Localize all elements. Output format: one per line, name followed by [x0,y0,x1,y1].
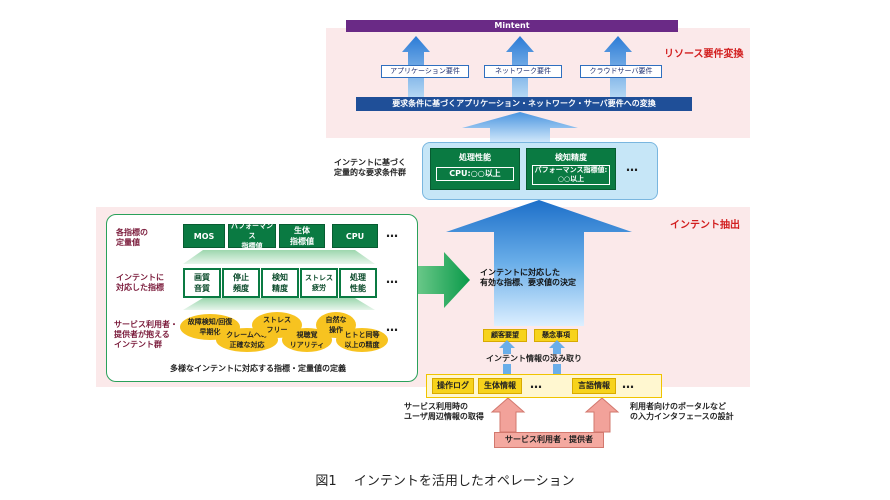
intent-oval-fault-line1: 故障検知/回復 [187,318,233,326]
row1-label-line2: 定量値 [116,238,140,247]
indicator-processing: 処理 性能 [339,268,377,298]
intent-up-arrow [446,200,632,326]
intent-oval-reality-line2: リアリティ [289,341,325,349]
indicator-detection-line1: 検知 [272,273,288,282]
row3-label-line1: サービス利用者・ [114,320,178,329]
intent-oval-natural-op: 自然な操作 [316,312,356,338]
left-bottom-text: サービス利用時の ユーザ周辺情報の取得 [404,402,484,422]
left-bottom-text-line2: ユーザ周辺情報の取得 [404,412,484,421]
row2-label-line1: インテントに [116,273,164,282]
speech-info-box: 言語情報 [572,378,616,394]
detection-value-line2: ○○以上 [557,175,585,183]
metric-performance: パフォーマンス 指標値 [228,222,276,250]
indicator-stop-line2: 頻度 [233,284,249,293]
band-2 [183,298,375,310]
intent-oval-natural-op-line2: 操作 [329,326,343,334]
row1-label: 各指標の 定量値 [116,228,148,248]
data-row-more-2: … [622,377,634,391]
row2-label-line2: 対応した指標 [116,283,164,292]
row2-more: … [386,272,398,286]
intent-oval-natural-op-line1: 自然な [325,316,347,324]
metric-mos-line1: MOS [193,231,215,241]
requirements-label: インテントに基づく 定量的な要求条件群 [320,158,420,178]
customer-request-tag: 顧客要望 [483,329,527,342]
requirements-label-line1: インテントに基づく [334,158,406,167]
indicator-stop-line1: 停止 [233,273,249,282]
intent-oval-human-level-line1: ヒトと同等 [344,331,380,339]
processing-value: CPU:○○以上 [436,167,514,181]
intent-oval-complaint-line2: 正確な対応 [229,341,265,349]
intent-arrow-text-line2: 有効な指標、要求値の決定 [480,278,576,287]
operation-log-box: 操作ログ [432,378,474,394]
requirements-label-line2: 定量的な要求条件群 [334,168,406,177]
row3-label-line2: 提供者が抱える [114,330,170,339]
intent-oval-fault: 故障検知/回復早期化 [180,314,240,340]
processing-card: 処理性能 CPU:○○以上 [430,148,520,190]
intent-oval-human-level: ヒトと同等以上の精度 [336,328,388,352]
indicator-stress: ストレス 疲労 [300,268,338,298]
bottom-up-arrows [490,398,620,433]
indicator-quality-line1: 画質 [194,273,210,282]
intent-oval-complaint-line1: クレームへの [226,331,268,339]
app-requirement-box: アプリケーション要件 [381,65,469,78]
intent-oval-stress-free: ストレスフリー [252,312,302,338]
metric-bio-line2: 指標値 [290,237,314,246]
band-1 [183,250,375,264]
indicator-stop: 停止 頻度 [222,268,260,298]
indicator-processing-line1: 処理 [350,273,366,282]
row3-label: サービス利用者・ 提供者が抱える インテント群 [114,320,178,350]
resource-section-label: リソース要件変換 [664,49,744,60]
detection-value: パフォーマンス指標値: ○○以上 [532,165,610,185]
indicator-quality: 画質 音質 [183,268,221,298]
requirements-more: … [626,160,638,174]
metric-bio-line1: 生体 [294,226,310,235]
metric-cpu-line1: CPU [345,231,365,241]
intent-arrow-text-line1: インテントに対応した [480,268,560,277]
indicator-quality-line2: 音質 [194,284,210,293]
metric-bio: 生体 指標値 [279,224,325,248]
indicator-detection: 検知 精度 [261,268,299,298]
left-bottom-text-line1: サービス利用時の [404,402,468,411]
upward-arrow-to-conversion [462,112,578,142]
conversion-bar: 要求条件に基づくアプリケーション・ネットワーク・サーバ要件への変換 [356,97,692,111]
indicator-processing-line2: 性能 [350,284,366,293]
detection-value-line1: パフォーマンス指標値: [534,166,608,174]
network-requirement-box: ネットワーク要件 [484,65,562,78]
bio-info-box: 生体情報 [478,378,522,394]
metric-cpu: CPU [332,224,378,248]
figure-caption: 図1 インテントを活用したオペレーション [315,474,575,489]
row2-label: インテントに 対応した指標 [116,273,164,293]
right-bottom-text-line2: の入力インタフェースの設計 [630,412,734,421]
intent-arrow-text: インテントに対応した 有効な指標、要求値の決定 [480,268,576,288]
right-bottom-text-line1: 利用者向けのポータルなど [630,402,726,411]
indicator-stress-line1: ストレス [305,274,333,282]
green-right-arrow [416,252,470,308]
row1-more: … [386,226,398,240]
detection-card: 検知精度 パフォーマンス指標値: ○○以上 [526,148,616,190]
intent-oval-stress-free-line1: ストレス [263,316,291,324]
indicator-stress-line2: 疲労 [312,284,326,292]
metrics-panel-footer: 多様なインテントに対応する指標・定量値の定義 [170,364,346,373]
intent-section-label: インテント抽出 [670,220,740,231]
row3-label-line3: インテント群 [114,340,162,349]
intent-oval-stress-free-line2: フリー [266,326,288,334]
data-row-more-1: … [530,377,542,391]
intent-oval-fault-line2: 早期化 [199,328,221,336]
processing-title: 処理性能 [459,153,491,162]
users-box: サービス利用者・提供者 [494,432,604,448]
intent-oval-human-level-line2: 以上の精度 [344,341,380,349]
intent-oval-reality-line1: 視聴覚 [296,331,318,339]
metric-mos: MOS [183,224,225,248]
cloud-requirement-box: クラウドサーバ要件 [580,65,662,78]
indicator-detection-line2: 精度 [272,284,288,293]
row3-more: … [386,320,398,334]
detection-title: 検知精度 [555,153,587,162]
mintent-bar: Mintent [346,20,678,32]
row1-label-line1: 各指標の [116,228,148,237]
metric-performance-line2: 指標値 [241,242,263,250]
metric-performance-line1: パフォーマンス [231,222,273,240]
right-bottom-text: 利用者向けのポータルなど の入力インタフェースの設計 [630,402,734,422]
intent-capture-label: インテント情報の汲み取り [486,354,582,364]
